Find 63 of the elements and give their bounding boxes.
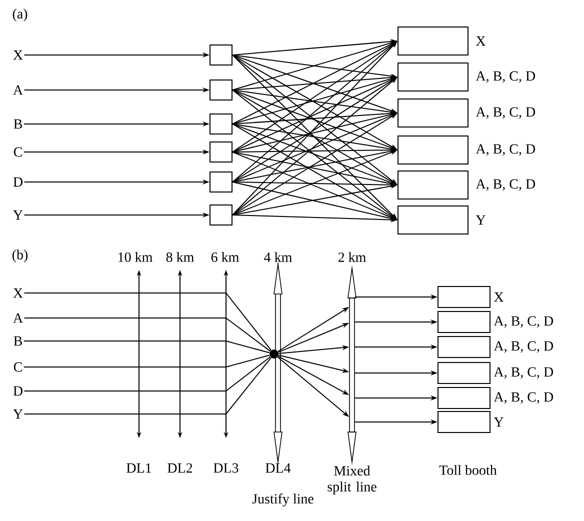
small-box — [210, 80, 232, 100]
lane-box — [398, 26, 468, 56]
toll-booth-box — [438, 311, 490, 333]
row-label: A — [13, 313, 23, 323]
distance-label: 2 km — [338, 252, 366, 262]
row-label: B — [14, 336, 22, 346]
lane-box — [398, 62, 468, 92]
connector-line — [24, 318, 271, 352]
toll-booth-box — [438, 336, 490, 358]
small-box — [210, 172, 232, 192]
connector-line — [23, 340, 270, 354]
box-label: A, B, C, D — [494, 392, 554, 404]
row-label: C — [14, 147, 22, 157]
box-label: A, B, C, D — [476, 107, 536, 119]
box-label: A, B, C, D — [494, 341, 554, 353]
distance-label: 10 km — [118, 252, 152, 262]
box-label: A, B, C, D — [476, 144, 536, 156]
box-label: Y — [494, 417, 504, 427]
box-label: A, B, C, D — [476, 179, 536, 191]
toll-booth-box — [438, 387, 490, 409]
row-label: D — [13, 386, 22, 396]
small-box — [210, 44, 232, 66]
row-label: Y — [13, 210, 23, 220]
panel-label: (a) — [12, 8, 28, 22]
box-label: A, B, C, D — [494, 367, 554, 379]
line-label: DL2 — [168, 463, 192, 473]
box-label: A, B, C, D — [476, 71, 536, 83]
lane-box — [398, 170, 468, 200]
line-label: Justify line — [252, 494, 314, 506]
merge-point — [270, 350, 278, 358]
connector-line — [23, 354, 270, 368]
toll-booth-box — [438, 411, 490, 433]
line-label: DL1 — [126, 463, 151, 473]
line-label: DL3 — [214, 463, 238, 473]
small-box — [210, 142, 232, 162]
row-label: D — [13, 177, 22, 187]
line-label: DL4 — [266, 463, 291, 473]
row-label: X — [13, 288, 23, 298]
line-label: Toll booth — [439, 465, 497, 475]
box-label: A, B, C, D — [494, 316, 554, 328]
distance-label: 6 km — [211, 252, 239, 262]
toll-booth-box — [438, 286, 490, 308]
row-label: B — [14, 119, 22, 129]
distance-label: 4 km — [264, 252, 292, 262]
distance-label: 8 km — [166, 252, 194, 262]
row-label: C — [14, 362, 22, 372]
lane-box — [398, 98, 468, 128]
lane-box — [398, 136, 468, 164]
row-label: Y — [13, 409, 23, 419]
mixed-split-line — [348, 264, 356, 466]
row-label: A — [13, 85, 23, 95]
connector-line — [24, 357, 272, 414]
toll-booth-box — [438, 362, 490, 384]
small-box — [210, 114, 232, 134]
small-box — [210, 204, 232, 226]
row-label: X — [13, 50, 23, 60]
panel-label: (b) — [12, 250, 28, 262]
box-label: X — [476, 36, 486, 46]
connector-line — [24, 356, 271, 392]
lane-box — [398, 206, 468, 234]
connector-line — [24, 292, 272, 351]
box-label: Y — [476, 215, 486, 225]
box-label: X — [494, 292, 504, 302]
